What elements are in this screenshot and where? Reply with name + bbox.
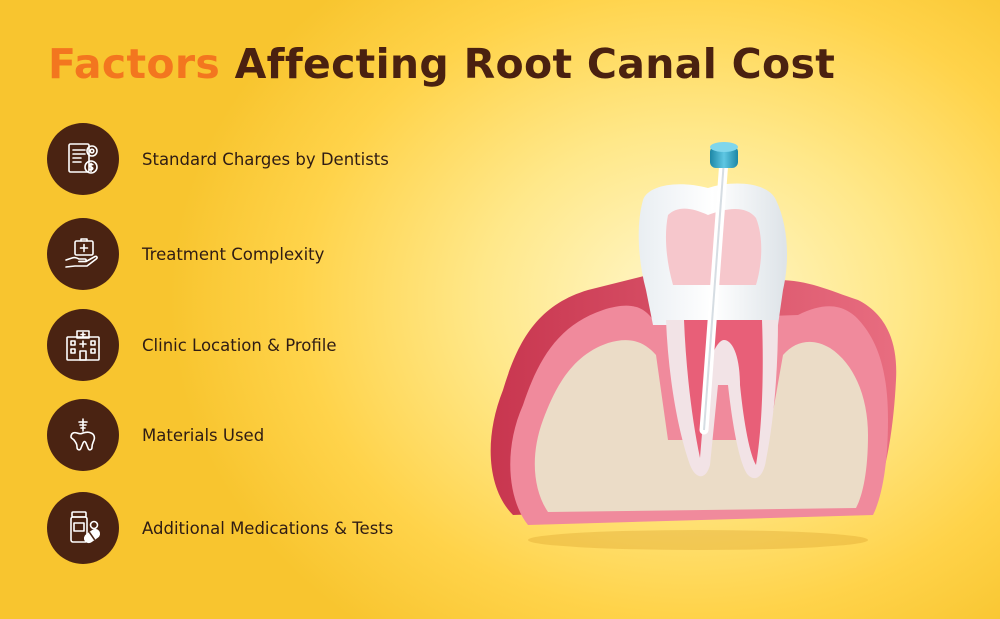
factor-label: Treatment Complexity bbox=[142, 244, 325, 264]
medicine-pills-icon bbox=[47, 492, 119, 564]
title-rest: Affecting Root Canal Cost bbox=[234, 40, 836, 88]
factor-label: Standard Charges by Dentists bbox=[142, 149, 389, 169]
page-title: Factors Affecting Root Canal Cost bbox=[48, 40, 835, 88]
title-accent: Factors bbox=[48, 40, 221, 88]
invoice-gear-icon bbox=[47, 123, 119, 195]
factor-item-standard-charges: Standard Charges by Dentists bbox=[47, 123, 507, 195]
factor-item-clinic-location: Clinic Location & Profile bbox=[47, 309, 507, 381]
factor-item-materials-used: Materials Used bbox=[47, 399, 507, 471]
factor-label: Additional Medications & Tests bbox=[142, 518, 394, 538]
factor-label: Clinic Location & Profile bbox=[142, 335, 337, 355]
tooth-implant-icon bbox=[47, 399, 119, 471]
factor-item-additional-medications: Additional Medications & Tests bbox=[47, 492, 507, 564]
root-canal-tooth-illustration bbox=[490, 142, 897, 550]
factor-label: Materials Used bbox=[142, 425, 265, 445]
medical-kit-hand-icon bbox=[47, 218, 119, 290]
factor-item-treatment-complexity: Treatment Complexity bbox=[47, 218, 507, 290]
clinic-building-icon bbox=[47, 309, 119, 381]
